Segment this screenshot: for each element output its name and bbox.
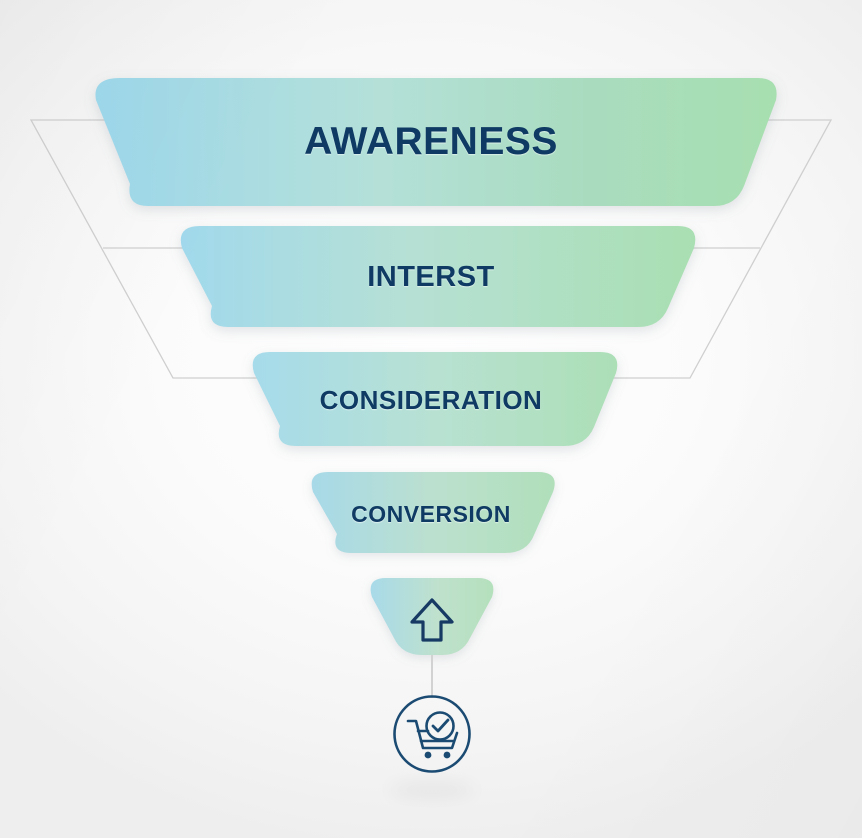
funnel-stage-action[interactable] (370, 578, 494, 655)
funnel-stage-consideration[interactable] (252, 352, 618, 446)
funnel-stage-awareness[interactable] (95, 78, 777, 206)
funnel-stage-interest[interactable] (180, 226, 696, 327)
outcome-cart-badge[interactable] (388, 695, 476, 799)
funnel-stage-conversion[interactable] (311, 472, 555, 553)
outcome-circle (393, 695, 471, 773)
arrow-up-icon (410, 598, 454, 642)
shopping-cart-check-icon (406, 711, 459, 759)
